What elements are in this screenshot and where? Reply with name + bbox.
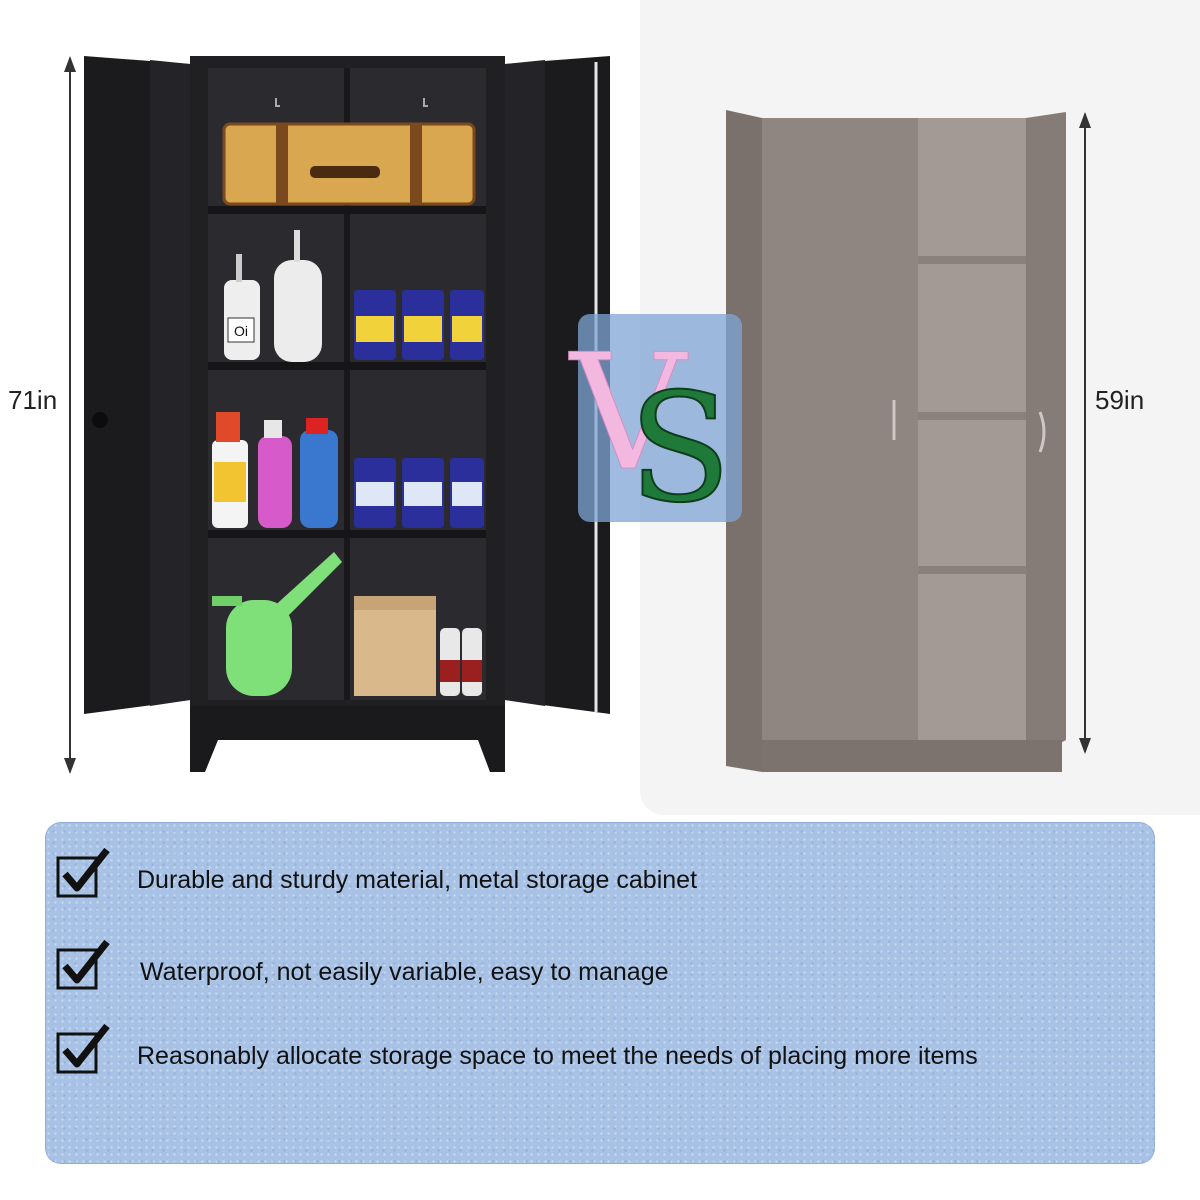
features-panel: Durable and sturdy material, metal stora… xyxy=(45,822,1155,1164)
metal-cabinet-illustration: Oi xyxy=(64,56,610,774)
feature-text: Waterproof, not easily variable, easy to… xyxy=(140,958,669,986)
oil-bottles-top xyxy=(354,290,484,360)
feature-text: Durable and sturdy material, metal stora… xyxy=(137,866,698,894)
height-arrow-left xyxy=(64,56,76,774)
cleaning-bottles-image xyxy=(212,412,338,528)
suitcase-image xyxy=(222,122,476,206)
checkmark-icon xyxy=(56,847,110,898)
feature-item: Durable and sturdy material, metal stora… xyxy=(45,844,1155,904)
checkmark-icon xyxy=(56,939,110,990)
right-height-label: 59in xyxy=(1095,385,1145,415)
box-and-bottles-image xyxy=(354,596,482,696)
oil-bottles-middle xyxy=(354,458,484,528)
bottle-label: Oi xyxy=(234,323,248,339)
left-height-label: 71in xyxy=(8,385,58,415)
feature-item: Reasonably allocate storage space to mee… xyxy=(45,1020,1155,1080)
feature-item: Waterproof, not easily variable, easy to… xyxy=(45,936,1155,996)
feature-text: Reasonably allocate storage space to mee… xyxy=(137,1042,978,1070)
pump-bottles-image: Oi xyxy=(224,230,322,362)
watering-can-image xyxy=(212,552,342,696)
checkmark-icon xyxy=(56,1023,110,1074)
